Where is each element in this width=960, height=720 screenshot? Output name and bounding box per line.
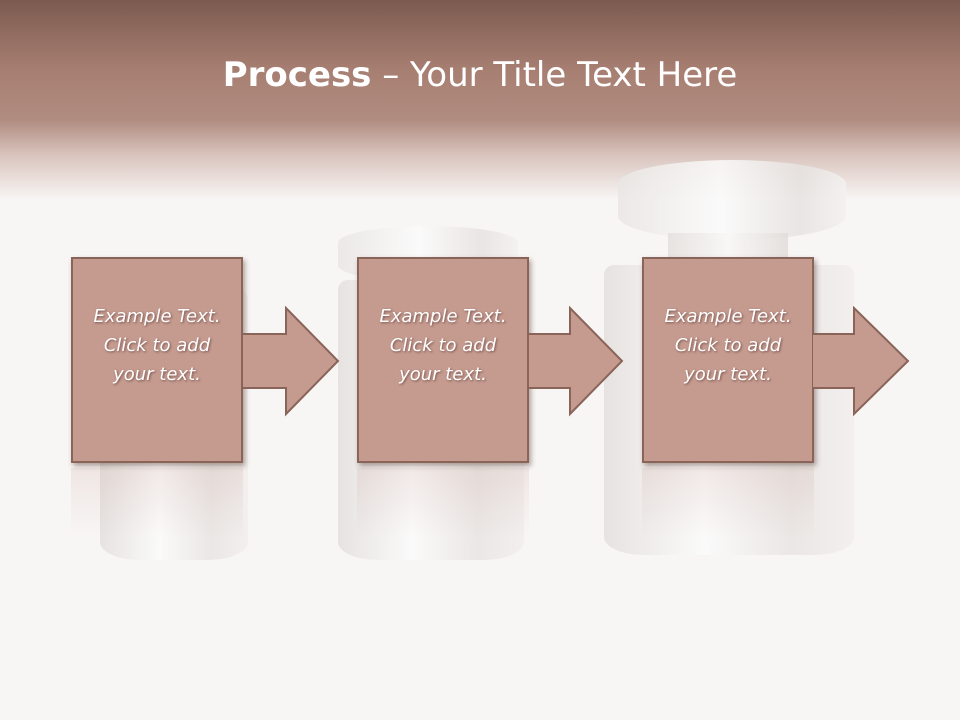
step-box-1[interactable]: Example Text. Click to add your text. [71, 257, 243, 463]
arrow-right-icon-3 [812, 306, 910, 417]
step-text-2: Example Text. Click to add your text. [379, 305, 507, 385]
step-box-3[interactable]: Example Text. Click to add your text. [642, 257, 814, 463]
step-box-2[interactable]: Example Text. Click to add your text. [357, 257, 529, 463]
title-rest: – Your Title Text Here [371, 55, 738, 95]
arrow-right-icon-2 [528, 306, 624, 417]
title-bold: Process [222, 55, 372, 95]
arrow-right-icon-1 [242, 306, 340, 417]
slide-title[interactable]: Process – Your Title Text Here [0, 52, 960, 98]
step-reflection-1 [71, 468, 243, 538]
step-text-3: Example Text. Click to add your text. [664, 305, 792, 385]
step-reflection-2 [357, 468, 529, 538]
step-text-1: Example Text. Click to add your text. [93, 305, 221, 385]
step-reflection-3 [642, 468, 814, 538]
